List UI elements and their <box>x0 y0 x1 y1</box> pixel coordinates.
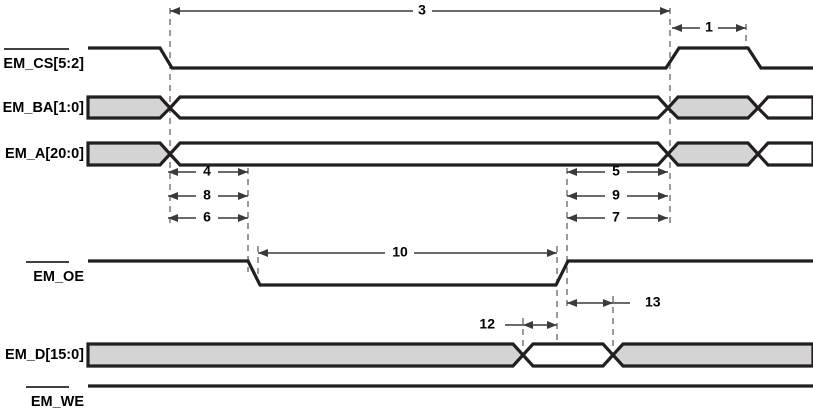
timing-mark-8: 8 <box>168 187 248 203</box>
signal-label-em-oe: EM_OE <box>33 269 84 285</box>
waveform-em-ba <box>86 95 813 120</box>
arrow-left-1 <box>672 24 682 32</box>
arrow-right-4 <box>238 168 248 176</box>
signal-label-em-cs: EM_CS[5:2] <box>3 56 84 72</box>
em-ba-segment-invalid-left <box>86 95 173 120</box>
waveform-em-d <box>86 342 813 368</box>
timing-mark-8-label: 8 <box>203 187 211 203</box>
timing-mark-7-label: 7 <box>612 209 620 225</box>
timing-mark-5-label: 5 <box>612 163 620 179</box>
em-cs-trace <box>88 46 813 70</box>
timing-mark-13: 13 <box>567 294 661 310</box>
em-a-segment-invalid-right <box>665 141 761 167</box>
em-ba-segment-valid <box>167 95 671 120</box>
arrow-left-13 <box>567 299 577 307</box>
signal-label-em-d: EM_D[15:0] <box>5 347 84 363</box>
arrow-left-12 <box>523 321 533 329</box>
timing-mark-4: 4 <box>168 163 248 179</box>
em-ba-segment-invalid-right <box>665 95 761 120</box>
arrow-left-8 <box>168 192 178 200</box>
arrow-right-13 <box>603 299 613 307</box>
arrow-right-5 <box>658 168 668 176</box>
timing-mark-1-label: 1 <box>705 19 713 35</box>
timing-mark-3: 3 <box>170 2 670 18</box>
em-oe-trace <box>88 259 813 287</box>
waveform-em-oe <box>88 259 813 287</box>
timing-mark-10: 10 <box>258 244 557 260</box>
arrow-left-5 <box>567 168 577 176</box>
waveform-em-cs <box>88 46 813 70</box>
arrow-left-4 <box>168 168 178 176</box>
arrow-right-3 <box>660 7 670 15</box>
timing-mark-9-label: 9 <box>612 187 620 203</box>
timing-mark-10-label: 10 <box>392 244 408 260</box>
timing-mark-12: 12 <box>479 316 557 332</box>
arrow-left-7 <box>567 214 577 222</box>
guide-lines <box>169 8 747 348</box>
timing-mark-4-label: 4 <box>203 163 211 179</box>
em-a-segment-trailing <box>755 141 813 167</box>
em-a-segment-valid <box>167 141 671 167</box>
arrow-right-12 <box>547 321 557 329</box>
arrow-left-6 <box>168 214 178 222</box>
arrow-right-1 <box>736 24 746 32</box>
arrow-left-3 <box>170 7 180 15</box>
signal-label-em-a: EM_A[20:0] <box>5 146 84 162</box>
arrow-right-7 <box>658 214 668 222</box>
arrow-right-6 <box>238 214 248 222</box>
em-a-segment-invalid-left <box>86 141 173 167</box>
signal-label-em-ba: EM_BA[1:0] <box>3 100 85 116</box>
timing-mark-7: 7 <box>567 209 668 225</box>
signal-label-em-we: EM_WE <box>31 394 85 410</box>
em-d-segment-invalid-left <box>86 342 526 368</box>
em-d-segment-valid <box>520 342 616 368</box>
arrow-right-10 <box>547 249 557 257</box>
timing-mark-6-label: 6 <box>203 209 211 225</box>
timing-mark-6: 6 <box>168 209 248 225</box>
timing-mark-13-label: 13 <box>645 294 661 310</box>
em-ba-segment-trailing <box>755 95 813 120</box>
arrow-right-8 <box>238 192 248 200</box>
arrow-right-9 <box>658 192 668 200</box>
signal-labels: EM_CS[5:2] EM_BA[1:0] EM_A[20:0] EM_OE E… <box>3 48 85 410</box>
arrow-left-9 <box>567 192 577 200</box>
timing-mark-9: 9 <box>567 187 668 203</box>
arrow-left-10 <box>258 249 268 257</box>
timing-mark-3-label: 3 <box>418 2 426 18</box>
timing-marks: 3 1 4 <box>168 2 746 332</box>
em-d-segment-invalid-right <box>610 342 813 368</box>
timing-mark-1: 1 <box>672 19 746 35</box>
timing-mark-12-label: 12 <box>479 316 495 332</box>
timing-mark-5: 5 <box>567 163 668 179</box>
waveform-em-a <box>86 141 813 167</box>
